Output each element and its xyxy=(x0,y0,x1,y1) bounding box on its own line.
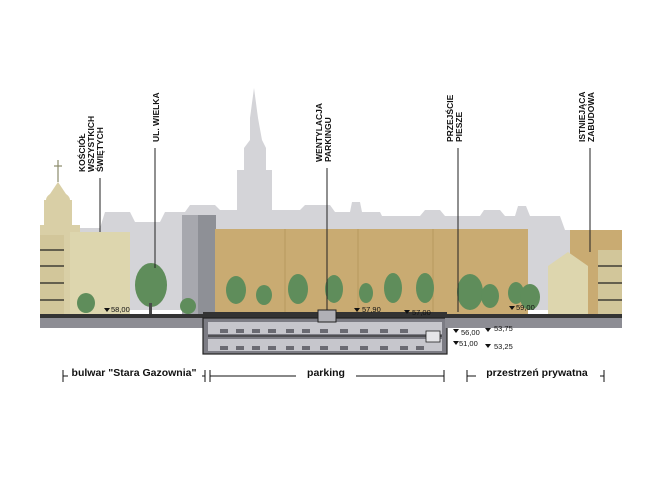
zone-label-bulwar: bulwar "Stara Gazownia" xyxy=(72,367,197,379)
callout-przejscie: PRZEJŚCIE PIESZE xyxy=(444,94,464,142)
right-buildings xyxy=(548,230,622,320)
zone-label-bg-bulwar xyxy=(68,366,202,379)
svg-text:ŚWIĘTYCH: ŚWIĘTYCH xyxy=(94,127,105,172)
callout-kosciol: KOŚCIÓŁ WSZYSTKICH ŚWIĘTYCH xyxy=(76,116,105,172)
svg-text:53,25: 53,25 xyxy=(494,342,513,351)
svg-text:57,00: 57,00 xyxy=(412,308,431,317)
svg-text:ISTNIEJĄCA: ISTNIEJĄCA xyxy=(577,91,587,142)
ventilation-shaft xyxy=(317,309,337,323)
parked-cars xyxy=(220,329,424,350)
svg-text:PARKINGU: PARKINGU xyxy=(323,117,333,162)
callout-wentylacja: WENTYLACJA PARKINGU xyxy=(314,103,333,162)
svg-text:51,00: 51,00 xyxy=(459,339,478,348)
callout-lines xyxy=(99,148,591,312)
svg-text:57,90: 57,90 xyxy=(362,305,381,314)
zone-label-bg-prywatna xyxy=(476,366,600,379)
svg-text:53,75: 53,75 xyxy=(494,324,513,333)
elevation-markers: 58,00 57,90 57,00 59,00 56,00 51,00 53,7… xyxy=(104,303,535,351)
svg-text:56,00: 56,00 xyxy=(461,328,480,337)
callout-wielka: UL. WIELKA xyxy=(151,92,161,142)
svg-text:KOŚCIÓŁ: KOŚCIÓŁ xyxy=(76,133,87,172)
svg-text:WSZYSTKICH: WSZYSTKICH xyxy=(86,116,96,172)
svg-text:59,00: 59,00 xyxy=(516,303,535,312)
zone-label-prywatna: przestrzeń prywatna xyxy=(486,367,588,379)
svg-text:WENTYLACJA: WENTYLACJA xyxy=(314,103,324,162)
zone-label-parking: parking xyxy=(307,367,345,379)
zone-label-bg-parking xyxy=(296,366,356,379)
callout-zabudowa: ISTNIEJĄCA ZABUDOWA xyxy=(577,91,596,142)
left-building-edge xyxy=(40,235,64,325)
svg-text:UL. WIELKA: UL. WIELKA xyxy=(151,92,161,142)
svg-text:PRZEJŚCIE: PRZEJŚCIE xyxy=(444,94,455,142)
svg-text:58,00: 58,00 xyxy=(111,305,130,314)
svg-text:PIESZE: PIESZE xyxy=(454,111,464,142)
svg-text:ZABUDOWA: ZABUDOWA xyxy=(586,92,596,142)
trees xyxy=(77,263,540,315)
